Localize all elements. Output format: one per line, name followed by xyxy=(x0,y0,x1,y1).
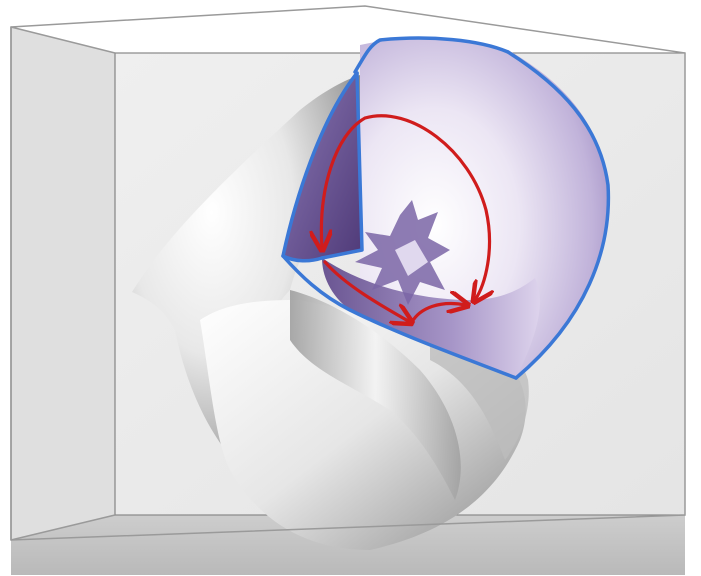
box-left-wall xyxy=(11,27,115,540)
